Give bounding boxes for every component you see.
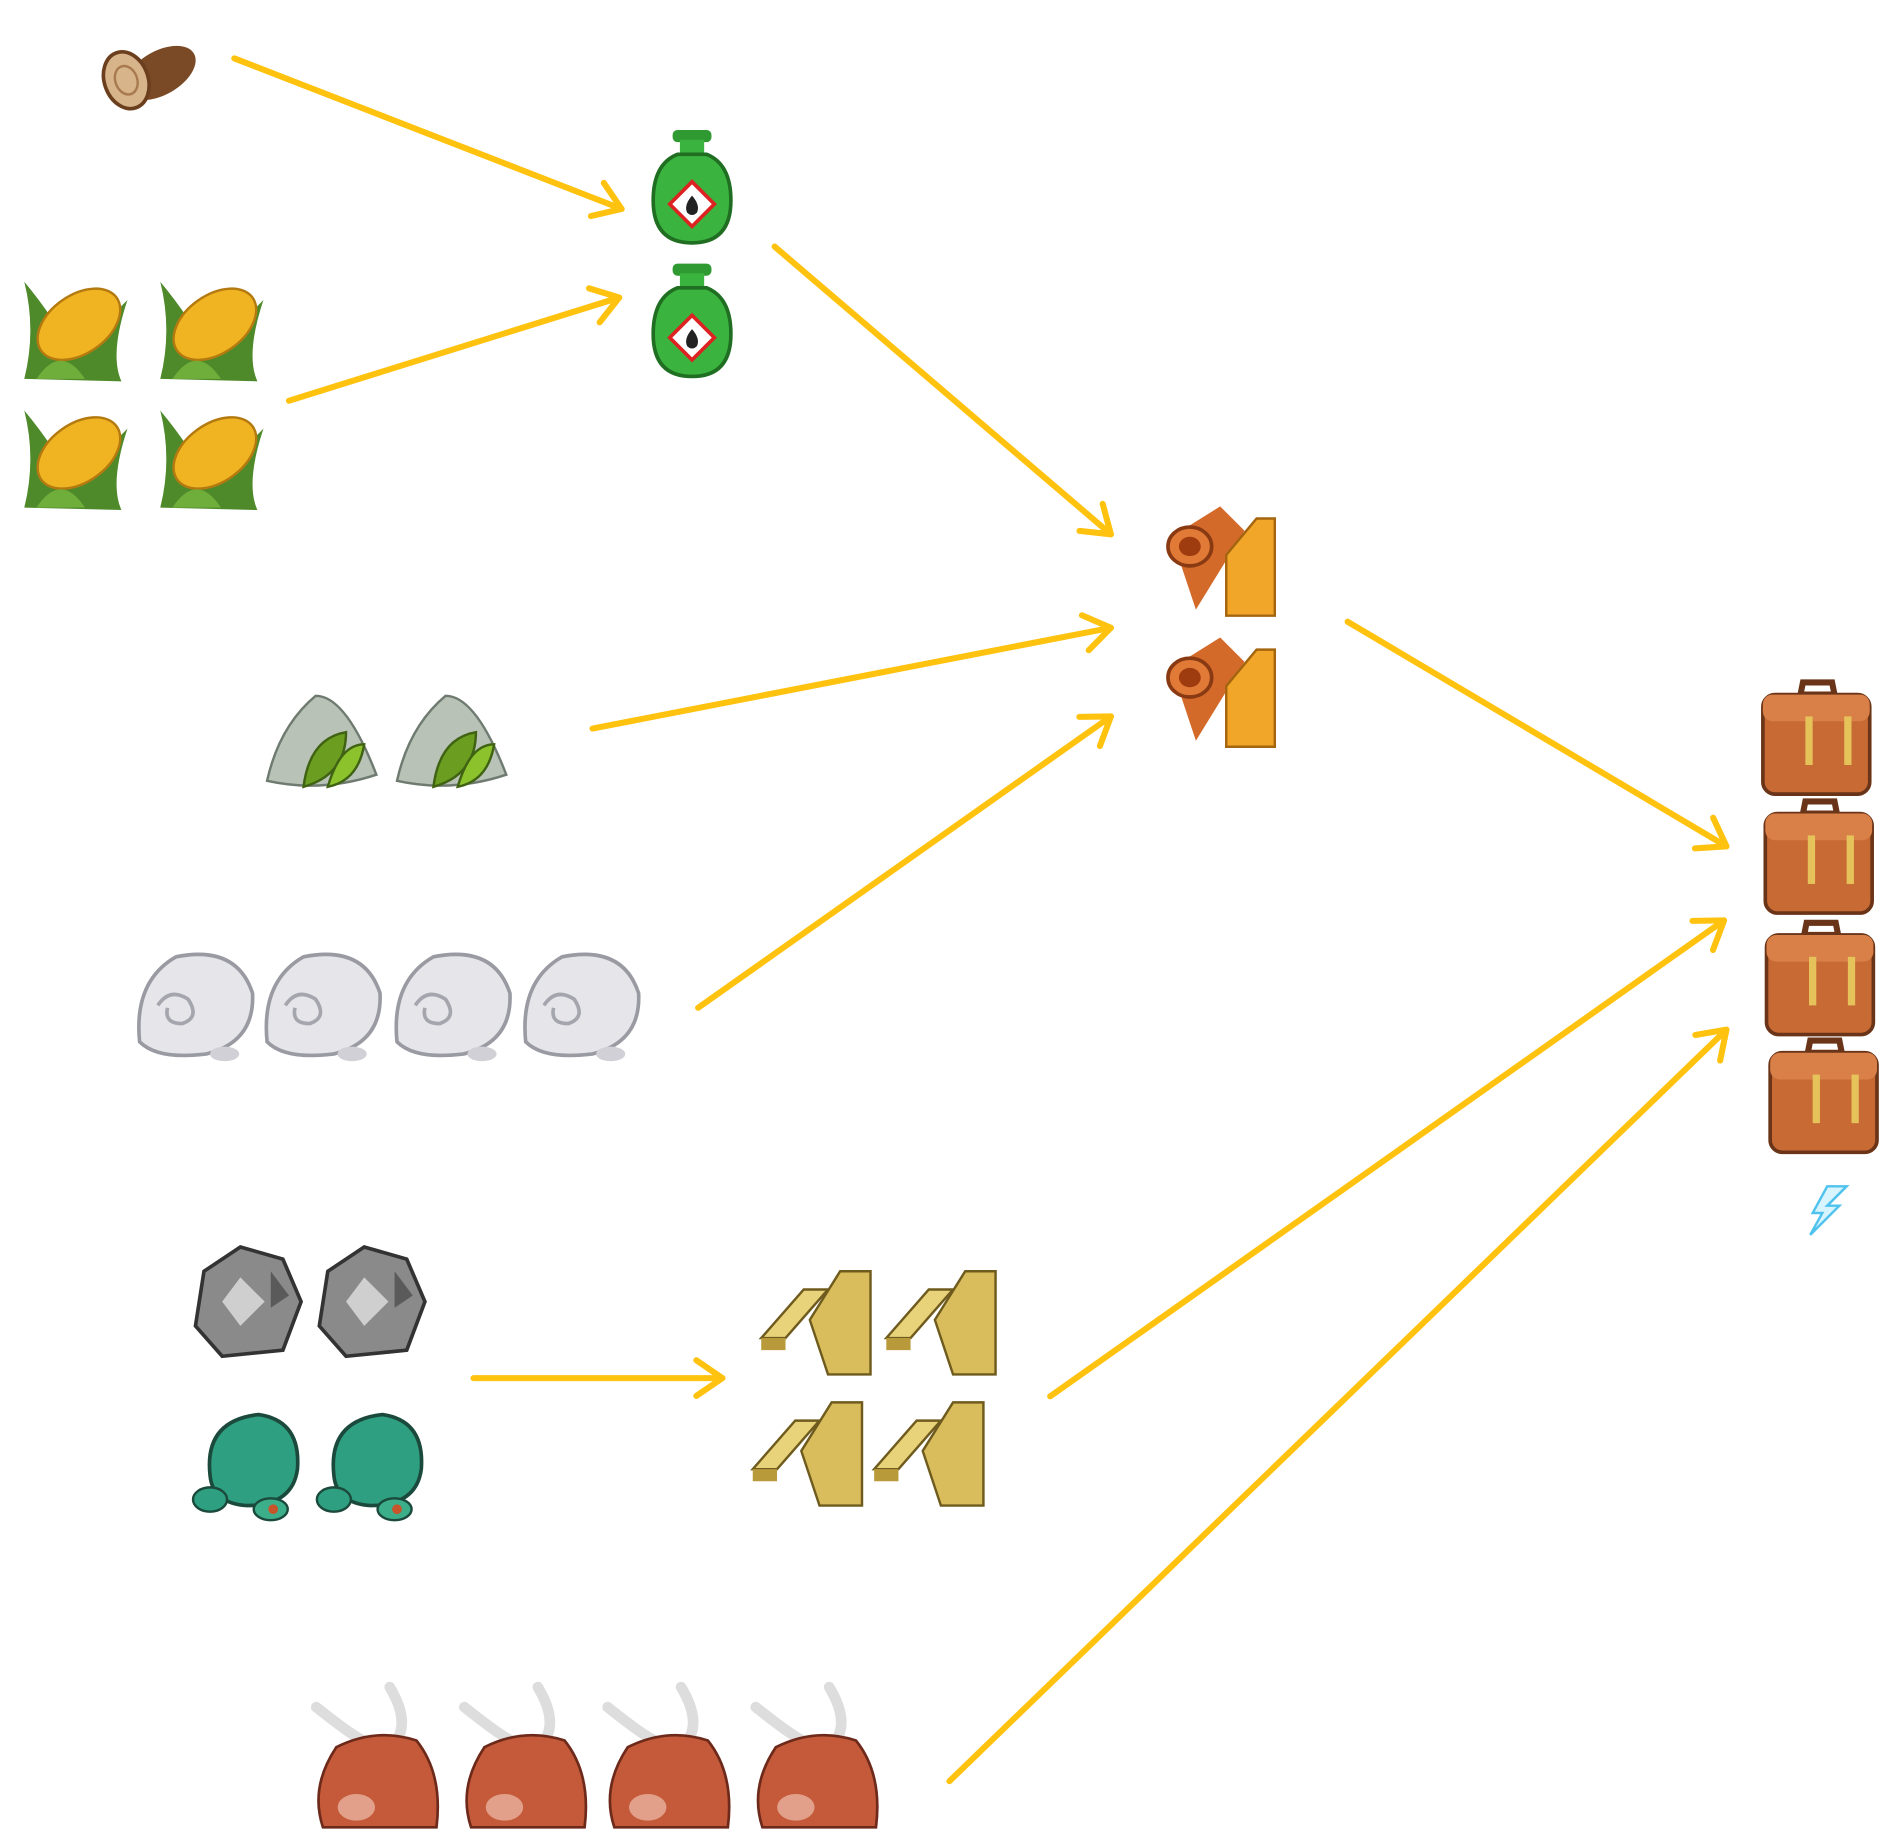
log-icon xyxy=(101,45,196,111)
wool-bale-icon xyxy=(394,952,512,1062)
flammable-bottle-icon xyxy=(651,130,733,245)
corn-icon xyxy=(24,281,128,382)
corn-group xyxy=(24,281,264,511)
gold-ingot-icon xyxy=(883,1270,997,1376)
briefcase-group xyxy=(1761,679,1879,1155)
grey-ore-icon xyxy=(317,1245,427,1359)
stone-group xyxy=(193,1245,427,1359)
arrow-stone-to-brass xyxy=(470,1357,726,1399)
copper-pipe-bar-icon xyxy=(1166,637,1277,748)
green-ore-icon xyxy=(315,1412,424,1522)
arrow-wool-to-copper-parts xyxy=(695,713,1114,1011)
wool-bale-icon xyxy=(264,952,382,1062)
arrow-copper-parts-to-briefcase xyxy=(1344,618,1730,852)
bull-icon xyxy=(602,1681,731,1829)
wool-bale-icon xyxy=(137,952,255,1062)
arrow-brass-to-briefcase xyxy=(1047,917,1728,1400)
gold-ingot-icon xyxy=(871,1401,985,1507)
arrow-fuel-to-copper-parts xyxy=(771,243,1114,538)
herb-pile-icon xyxy=(395,694,508,789)
corn-icon xyxy=(160,281,264,382)
lightning-icon xyxy=(1809,1185,1850,1236)
briefcase-icon xyxy=(1761,679,1872,796)
bull-icon xyxy=(459,1681,588,1829)
green-ore-icon xyxy=(191,1412,300,1522)
briefcase-icon xyxy=(1764,919,1876,1037)
fuel-group xyxy=(651,130,733,379)
energy-group xyxy=(1809,1185,1850,1236)
cattle-group xyxy=(310,1681,879,1829)
herb-pile-icon xyxy=(265,694,378,789)
arrow-wood-to-fuel xyxy=(231,55,625,220)
copper-pipe-bar-icon xyxy=(1166,506,1277,617)
corn-icon xyxy=(160,410,264,511)
copper-ore-group xyxy=(191,1412,424,1522)
gold-ingot-icon xyxy=(758,1270,872,1376)
wool-group xyxy=(137,952,641,1062)
copper-parts-group xyxy=(1166,506,1277,748)
icons-layer xyxy=(24,45,1879,1829)
gold-ingot-icon xyxy=(750,1401,864,1507)
briefcase-icon xyxy=(1768,1037,1879,1155)
corn-icon xyxy=(24,410,128,511)
grey-ore-icon xyxy=(193,1245,304,1359)
arrow-corn-to-fuel xyxy=(285,285,623,404)
arrows-layer xyxy=(231,55,1730,1785)
bull-icon xyxy=(750,1681,879,1829)
brass-group xyxy=(750,1270,997,1507)
arrow-herbs-to-copper-parts xyxy=(589,612,1114,732)
bull-icon xyxy=(310,1681,440,1829)
wool-bale-icon xyxy=(523,952,641,1062)
flammable-bottle-icon xyxy=(651,263,733,379)
wood-group xyxy=(101,45,196,111)
briefcase-icon xyxy=(1763,798,1874,915)
herbs-group xyxy=(265,694,508,789)
arrow-cattle-to-briefcase xyxy=(946,1026,1730,1785)
